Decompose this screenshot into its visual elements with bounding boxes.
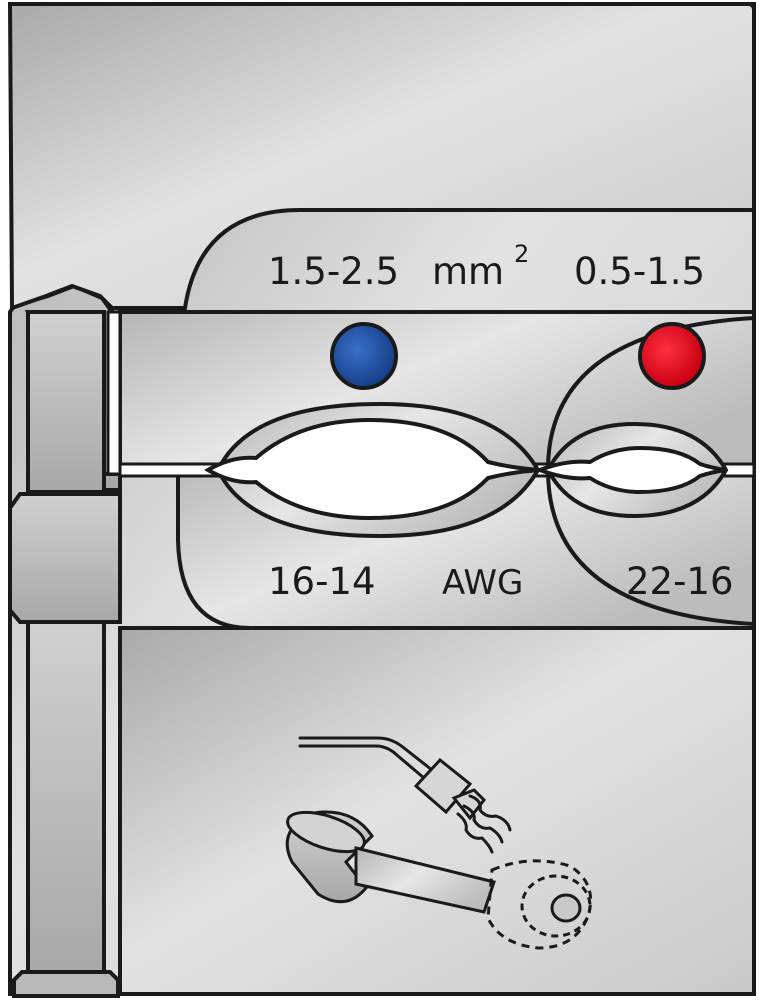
mm2-range-small: 0.5-1.5 bbox=[574, 250, 705, 293]
awg-range-small: 22-16 bbox=[626, 560, 734, 603]
mm2-range-large: 1.5-2.5 bbox=[268, 250, 399, 293]
mm2-unit: mm bbox=[432, 250, 504, 293]
awg-range-large: 16-14 bbox=[268, 560, 376, 603]
awg-unit: AWG bbox=[442, 563, 523, 603]
stranded-wire-icon bbox=[298, 736, 512, 854]
wire-ferrule-icon bbox=[285, 810, 593, 950]
mm2-unit-superscript: 2 bbox=[514, 240, 529, 268]
guide-rail bbox=[8, 310, 122, 998]
blue-marker-dot bbox=[330, 322, 398, 390]
crimp-die-profile bbox=[118, 401, 756, 539]
red-marker-dot bbox=[638, 322, 706, 390]
